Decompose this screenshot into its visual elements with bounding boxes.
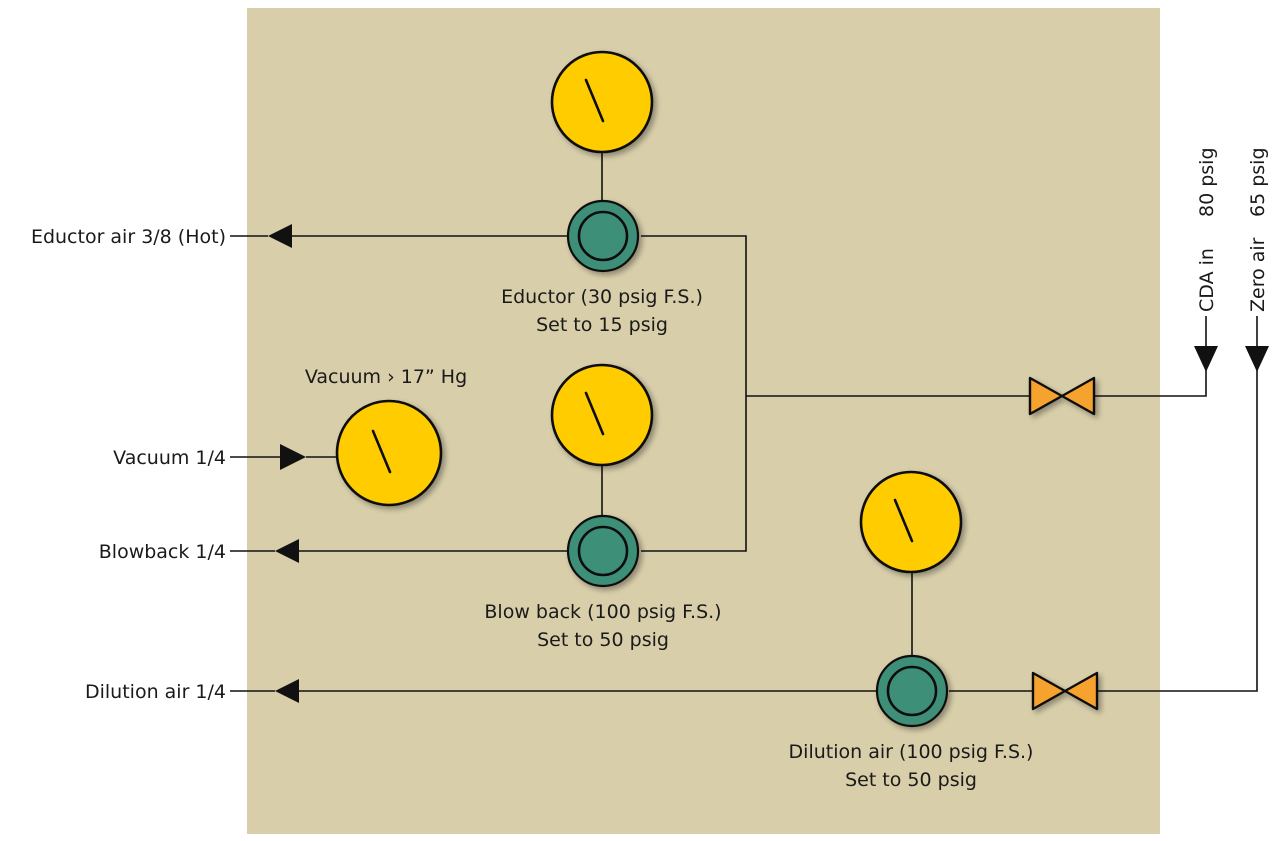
cda-supply-name: CDA in	[1196, 248, 1218, 312]
eductor-outlet-line	[641, 235, 747, 552]
vacuum-gauge-label: Vacuum › 17” Hg	[305, 366, 467, 388]
blowback-gauge-icon	[550, 363, 654, 467]
dilution-air-port-label: Dilution air 1/4	[85, 681, 226, 703]
cda-valve-icon	[1028, 376, 1096, 416]
zero-air-valve-icon	[1031, 671, 1099, 711]
blowback-regulator-label: Blow back (100 psig F.S.)	[484, 601, 721, 623]
dilution-supply-line	[949, 370, 1258, 692]
cda-header-line	[746, 370, 1207, 397]
blowback-arrow-icon	[275, 539, 299, 563]
eductor-air-arrow-icon	[268, 224, 292, 248]
dilution-regulator-label: Dilution air (100 psig F.S.)	[789, 741, 1034, 763]
vacuum-port-label: Vacuum 1/4	[113, 447, 226, 469]
dilution-air-arrow-icon	[275, 679, 299, 703]
cda-supply-pressure: 80 psig	[1196, 147, 1218, 217]
eductor-regulator-label: Eductor (30 psig F.S.)	[501, 286, 703, 308]
zero-air-supply-pressure: 65 psig	[1247, 147, 1269, 217]
vacuum-gauge-icon	[335, 399, 443, 507]
eductor-regulator-setpoint: Set to 15 psig	[536, 314, 668, 336]
cda-arrow-icon	[1194, 346, 1218, 372]
dilution-regulator-icon	[875, 654, 949, 728]
blowback-regulator-setpoint: Set to 50 psig	[537, 629, 669, 651]
vacuum-arrow-icon	[280, 444, 306, 470]
blowback-regulator-icon	[566, 514, 640, 588]
zero-air-supply-name: Zero air	[1247, 237, 1269, 312]
zero-air-arrow-icon	[1245, 346, 1269, 372]
eductor-air-port-label: Eductor air 3/8 (Hot)	[31, 226, 226, 248]
dilution-regulator-setpoint: Set to 50 psig	[845, 769, 977, 791]
eductor-gauge-icon	[550, 50, 654, 154]
eductor-regulator-icon	[566, 199, 640, 273]
dilution-gauge-icon	[859, 470, 963, 574]
blowback-port-label: Blowback 1/4	[99, 541, 226, 563]
